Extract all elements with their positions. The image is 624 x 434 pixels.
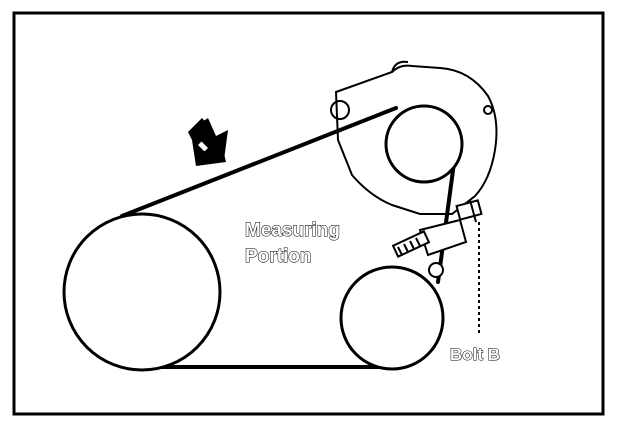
belt-measuring-span xyxy=(120,106,398,218)
adjusting-bracket xyxy=(418,199,483,278)
alternator-pulley xyxy=(384,104,464,184)
idler-pulley xyxy=(339,265,445,371)
bolt-b-label: Bolt B xyxy=(450,345,500,364)
crankshaft-pulley xyxy=(62,212,222,372)
mount-hole xyxy=(330,100,350,120)
alternator-housing xyxy=(330,60,498,215)
adjusting-bolt xyxy=(391,230,431,258)
measuring-label-line2: Portion xyxy=(245,246,312,267)
arrow-down-right-icon xyxy=(188,118,228,166)
measuring-label-line1: Measuring xyxy=(245,220,340,241)
